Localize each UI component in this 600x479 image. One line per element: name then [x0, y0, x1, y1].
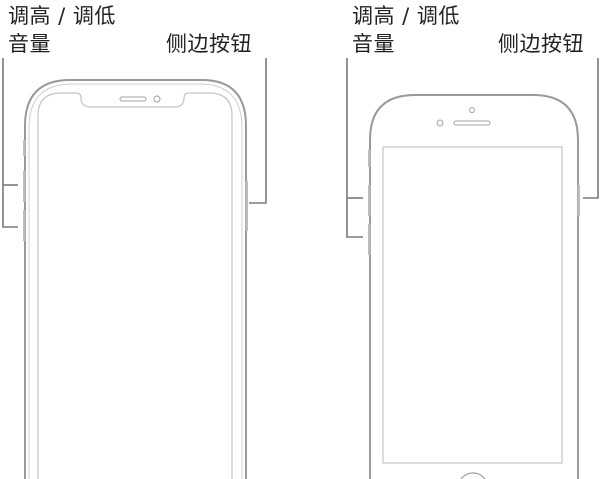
phone-body-outline [369, 94, 579, 479]
volume-buttons-right [368, 150, 371, 255]
volume-leader-lines-left [2, 58, 18, 228]
side-button-leader-line-left [249, 58, 267, 204]
volume-up-button [23, 171, 26, 202]
front-camera-icon [469, 107, 475, 113]
home-button [460, 472, 486, 479]
volume-label-line2-right: 音量 [352, 32, 395, 56]
volume-down-button [368, 224, 371, 255]
volume-label-line1-right: 调高 / 调低 [352, 4, 460, 28]
mute-switch [23, 140, 26, 156]
screen [382, 146, 563, 464]
volume-leader-lines-right [346, 58, 363, 238]
screen-with-notch [37, 92, 233, 479]
front-camera-icon [153, 95, 161, 103]
earpiece-speaker-icon [453, 120, 491, 126]
side-button [245, 181, 248, 231]
mute-switch [368, 150, 371, 167]
side-button-label-left: 侧边按钮 [166, 32, 252, 56]
proximity-sensor-icon [436, 119, 444, 127]
volume-label-line1-left: 调高 / 调低 [8, 4, 116, 28]
volume-down-button [23, 210, 26, 241]
volume-up-button [368, 185, 371, 216]
volume-buttons-left [23, 140, 26, 241]
side-button-leader-line-right [583, 58, 599, 199]
earpiece-speaker-icon [119, 96, 147, 102]
iphone-faceid-diagram [2, 58, 267, 479]
phone-body-outline [24, 79, 247, 479]
side-button [577, 185, 580, 216]
volume-label-line2-left: 音量 [8, 32, 51, 56]
side-button-label-right: 侧边按钮 [498, 32, 584, 56]
iphone-homebutton-diagram [346, 58, 599, 479]
